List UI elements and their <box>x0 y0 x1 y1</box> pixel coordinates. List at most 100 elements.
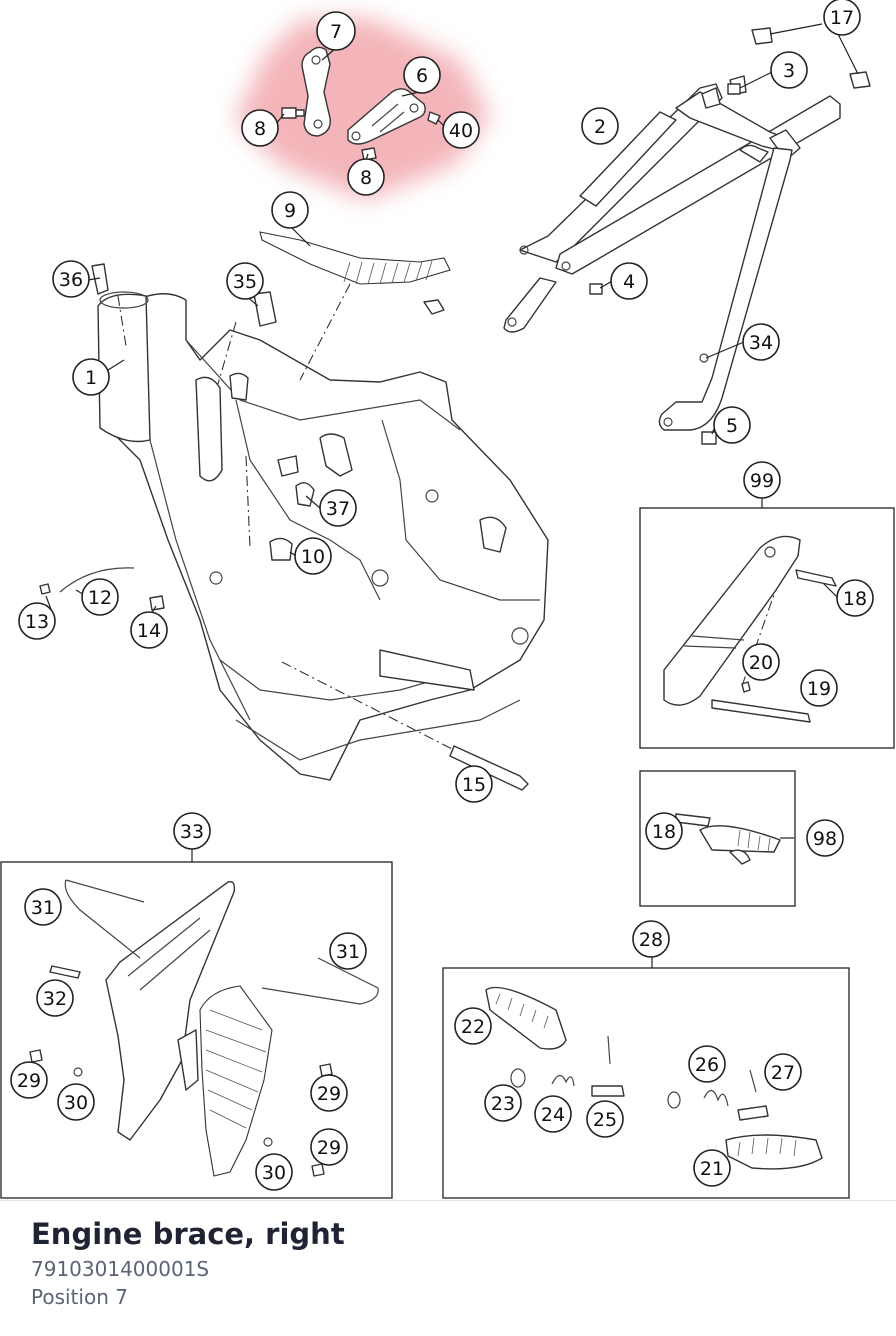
callout-c1[interactable]: 1 <box>72 358 110 396</box>
callout-c40[interactable]: 40 <box>442 111 480 149</box>
chain-guide-upper[interactable] <box>663 535 837 723</box>
callout-c13[interactable]: 13 <box>18 602 56 640</box>
callout-c27[interactable]: 27 <box>764 1053 802 1091</box>
callout-ring <box>742 643 780 681</box>
callout-c33[interactable]: 33 <box>173 812 211 850</box>
callout-c24[interactable]: 24 <box>534 1095 572 1133</box>
callout-ring <box>319 489 357 527</box>
callout-c31b[interactable]: 31 <box>329 932 367 970</box>
callout-c99[interactable]: 99 <box>743 461 781 499</box>
callout-label: 2 <box>594 116 606 138</box>
callout-label: 35 <box>233 271 257 293</box>
callout-label: 30 <box>262 1162 286 1184</box>
callout-c8b[interactable]: 8 <box>347 158 385 196</box>
frame-small-parts[interactable] <box>39 263 529 791</box>
footrest-left[interactable] <box>485 986 567 1050</box>
part-number: 7910301400001S <box>31 1257 210 1281</box>
part-info-panel: Engine brace, right 7910301400001S Posit… <box>0 1200 896 1336</box>
callout-c34[interactable]: 34 <box>742 323 780 361</box>
callout-label: 30 <box>64 1092 88 1114</box>
callout-c12[interactable]: 12 <box>81 578 119 616</box>
callout-c9[interactable]: 9 <box>271 191 309 229</box>
callout-c29a[interactable]: 29 <box>10 1061 48 1099</box>
callout-ring <box>581 107 619 145</box>
frame-protector-hardware[interactable] <box>29 879 379 1177</box>
callout-c31a[interactable]: 31 <box>24 888 62 926</box>
callout-c32[interactable]: 32 <box>36 979 74 1017</box>
main-frame[interactable] <box>97 291 549 781</box>
chain-guide-lower[interactable] <box>675 813 781 865</box>
callout-ring <box>693 1149 731 1187</box>
callout-ring <box>10 1061 48 1099</box>
exploded-parts-diagram: 7684081732936354134599371018121314201915… <box>0 0 895 1199</box>
callout-c37[interactable]: 37 <box>319 489 357 527</box>
callout-c8a[interactable]: 8 <box>241 109 279 147</box>
callout-label: 31 <box>336 941 360 963</box>
callout-ring <box>743 461 781 499</box>
subframe-rear-strut[interactable] <box>658 147 793 431</box>
callout-c15[interactable]: 15 <box>455 765 493 803</box>
callout-c30a[interactable]: 30 <box>57 1083 95 1121</box>
callout-c18b[interactable]: 18 <box>645 812 683 850</box>
callout-label: 18 <box>652 821 676 843</box>
callout-ring <box>316 11 356 51</box>
callout-ring <box>310 1074 348 1112</box>
callout-c22[interactable]: 22 <box>454 1007 492 1045</box>
part-title: Engine brace, right <box>31 1217 345 1251</box>
footrest-right[interactable] <box>725 1134 823 1170</box>
engine-brace-right[interactable] <box>301 46 426 145</box>
frame-protector-right[interactable] <box>199 985 273 1177</box>
callout-c3[interactable]: 3 <box>770 51 808 89</box>
callout-ring <box>454 1007 492 1045</box>
callout-c29b[interactable]: 29 <box>310 1074 348 1112</box>
callout-c5[interactable]: 5 <box>713 406 751 444</box>
callout-c6[interactable]: 6 <box>403 56 441 94</box>
callout-label: 5 <box>726 415 738 437</box>
callout-c2[interactable]: 2 <box>581 107 619 145</box>
callout-ring <box>836 579 874 617</box>
callout-label: 37 <box>326 498 350 520</box>
subframe[interactable] <box>503 75 841 333</box>
callout-c17[interactable]: 17 <box>823 0 861 36</box>
callout-label: 13 <box>25 611 49 633</box>
callout-ring <box>806 819 844 857</box>
callout-ring <box>130 611 168 649</box>
callout-label: 15 <box>462 774 486 796</box>
leader-lines <box>45 23 859 968</box>
callout-ring <box>294 537 332 575</box>
callout-c29c[interactable]: 29 <box>310 1128 348 1166</box>
callout-ring <box>645 812 683 850</box>
callout-label: 23 <box>491 1093 515 1115</box>
callout-ring <box>36 979 74 1017</box>
callout-label: 99 <box>750 470 774 492</box>
callout-c10[interactable]: 10 <box>294 537 332 575</box>
engine-brace-screws[interactable] <box>281 107 441 161</box>
callout-c14[interactable]: 14 <box>130 611 168 649</box>
callout-label: 26 <box>695 1054 719 1076</box>
callout-c30b[interactable]: 30 <box>255 1153 293 1191</box>
subframe-bolts[interactable] <box>589 27 871 445</box>
callout-c21[interactable]: 21 <box>693 1149 731 1187</box>
callout-c98[interactable]: 98 <box>806 819 844 857</box>
callout-label: 27 <box>771 1062 795 1084</box>
callout-c36[interactable]: 36 <box>52 260 90 298</box>
callout-c28[interactable]: 28 <box>632 920 670 958</box>
callout-c25[interactable]: 25 <box>586 1100 624 1138</box>
callout-c7[interactable]: 7 <box>316 11 356 51</box>
callout-c18a[interactable]: 18 <box>836 579 874 617</box>
callout-c23[interactable]: 23 <box>484 1084 522 1122</box>
callout-ring <box>255 1153 293 1191</box>
frame-protector-left[interactable] <box>105 881 236 1141</box>
callout-label: 4 <box>623 271 635 293</box>
callout-c20[interactable]: 20 <box>742 643 780 681</box>
callout-c4[interactable]: 4 <box>610 262 648 300</box>
callout-c26[interactable]: 26 <box>688 1045 726 1083</box>
callout-ring <box>713 406 751 444</box>
frame-protector-grille[interactable] <box>259 231 451 315</box>
callout-c19[interactable]: 19 <box>800 669 838 707</box>
callout-ring <box>484 1084 522 1122</box>
callout-c35[interactable]: 35 <box>226 262 264 300</box>
footrest-hardware[interactable] <box>510 1035 769 1121</box>
part-position: Position 7 <box>31 1285 128 1309</box>
